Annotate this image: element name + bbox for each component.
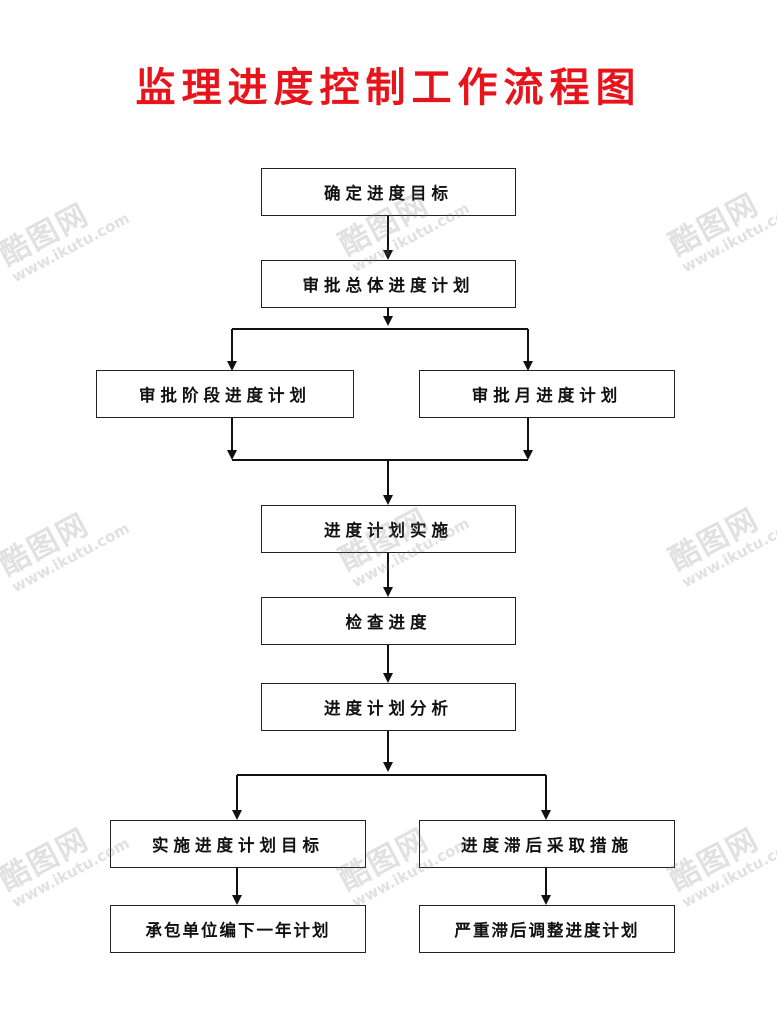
node-label: 审批阶段进度计划 [139,386,311,405]
node-set-target: 确定进度目标 [261,168,516,216]
node-label: 审批月进度计划 [471,386,623,405]
node-label: 实施进度计划目标 [152,836,324,855]
node-approve-monthly-plan: 审批月进度计划 [419,370,675,418]
node-plan-implementation: 进度计划实施 [261,505,516,553]
node-label: 进度计划实施 [324,521,453,540]
node-label: 严重滞后调整进度计划 [454,921,640,940]
node-label: 承包单位编下一年计划 [145,921,331,940]
node-delay-measures: 进度滞后采取措施 [419,820,675,868]
node-label: 检查进度 [345,613,432,632]
node-approve-stage-plan: 审批阶段进度计划 [96,370,354,418]
node-plan-analysis: 进度计划分析 [261,683,516,731]
node-label: 进度计划分析 [324,699,453,718]
node-approve-overall-plan: 审批总体进度计划 [261,260,516,308]
node-severe-delay-adjust: 严重滞后调整进度计划 [419,905,675,953]
node-label: 审批总体进度计划 [302,276,475,295]
node-label: 进度滞后采取措施 [461,836,633,855]
node-implement-target: 实施进度计划目标 [110,820,366,868]
node-contractor-next-year-plan: 承包单位编下一年计划 [110,905,366,953]
node-check-progress: 检查进度 [261,597,516,645]
node-label: 确定进度目标 [324,184,453,203]
page-title: 监理进度控制工作流程图 [135,64,642,111]
